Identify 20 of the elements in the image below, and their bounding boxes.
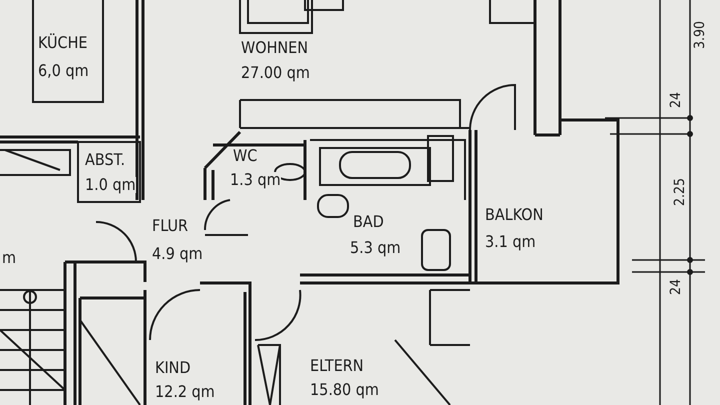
room-name: ELTERN — [310, 358, 364, 374]
room-name: BALKON — [485, 207, 544, 223]
dimension-label: 3.90 — [693, 20, 708, 50]
room-name: ABST. — [85, 152, 126, 168]
room-name: KIND — [155, 360, 191, 376]
room-area: 15.80 qm — [310, 382, 379, 398]
room-area: 4.9 qm — [152, 246, 203, 262]
room-name: BAD — [353, 214, 384, 230]
room-area: 1.0 qm — [85, 177, 136, 193]
room-area: 5.3 qm — [350, 240, 401, 256]
room-name: KÜCHE — [38, 35, 88, 51]
room-area: 1.3 qm — [230, 172, 281, 188]
room-area: 3.1 qm — [485, 234, 536, 250]
dimension-label: 2.25 — [673, 178, 688, 206]
room-name: FLUR — [152, 218, 188, 234]
room-name: WC — [233, 148, 258, 164]
room-area: 27.00 qm — [241, 65, 310, 81]
room-name: WOHNEN — [241, 40, 308, 56]
room-area: 12.2 qm — [155, 384, 215, 400]
room-area: 6,0 qm — [38, 63, 89, 79]
